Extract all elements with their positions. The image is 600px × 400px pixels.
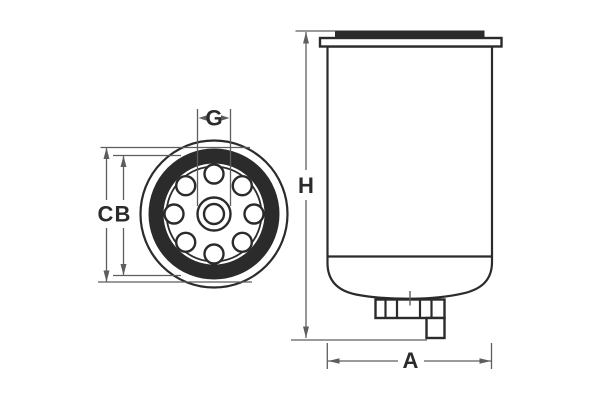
h-arrow-down [303, 326, 309, 338]
bolt-hole [203, 163, 225, 185]
dimension-label-c: C [98, 202, 114, 227]
bolt-hole [175, 231, 197, 253]
dimension-label-b: B [115, 202, 131, 227]
g-arrow-left [198, 115, 207, 121]
housing-body [326, 45, 494, 300]
bolt-hole [243, 203, 265, 225]
h-arrow-up [303, 32, 309, 44]
a-arrow-right [479, 358, 491, 364]
a-arrow-left [328, 358, 340, 364]
bolt-hole [231, 231, 253, 253]
b-arrow-down [120, 264, 127, 276]
center-thread-hole [202, 202, 226, 226]
bolt-hole [203, 243, 225, 265]
bolt-hole [231, 175, 253, 197]
dimension-B: B [113, 154, 181, 277]
flange [318, 36, 503, 48]
dimension-label-g: G [205, 106, 222, 131]
dimension-A: A [326, 343, 493, 373]
drain-outlet [425, 316, 446, 340]
bolt-holes [163, 163, 265, 265]
dimension-G: G [196, 106, 232, 206]
side-view: H A [291, 30, 503, 373]
top-gasket [335, 30, 485, 38]
bolt-hole [163, 203, 185, 225]
c-arrow-up [103, 147, 110, 159]
seal-ring [148, 148, 280, 280]
c-arrow-down [103, 270, 110, 282]
outer-rim-circle [139, 139, 289, 289]
b-arrow-up [120, 155, 127, 167]
drain-plug-assembly [374, 291, 446, 340]
dimension-label-a: A [403, 348, 419, 373]
bolt-hole [175, 175, 197, 197]
dimension-C: C [98, 146, 252, 283]
end-view: G C B [98, 106, 289, 289]
dimension-H: H [291, 30, 427, 341]
dimension-label-h: H [298, 173, 314, 198]
g-arrow-right [221, 115, 230, 121]
